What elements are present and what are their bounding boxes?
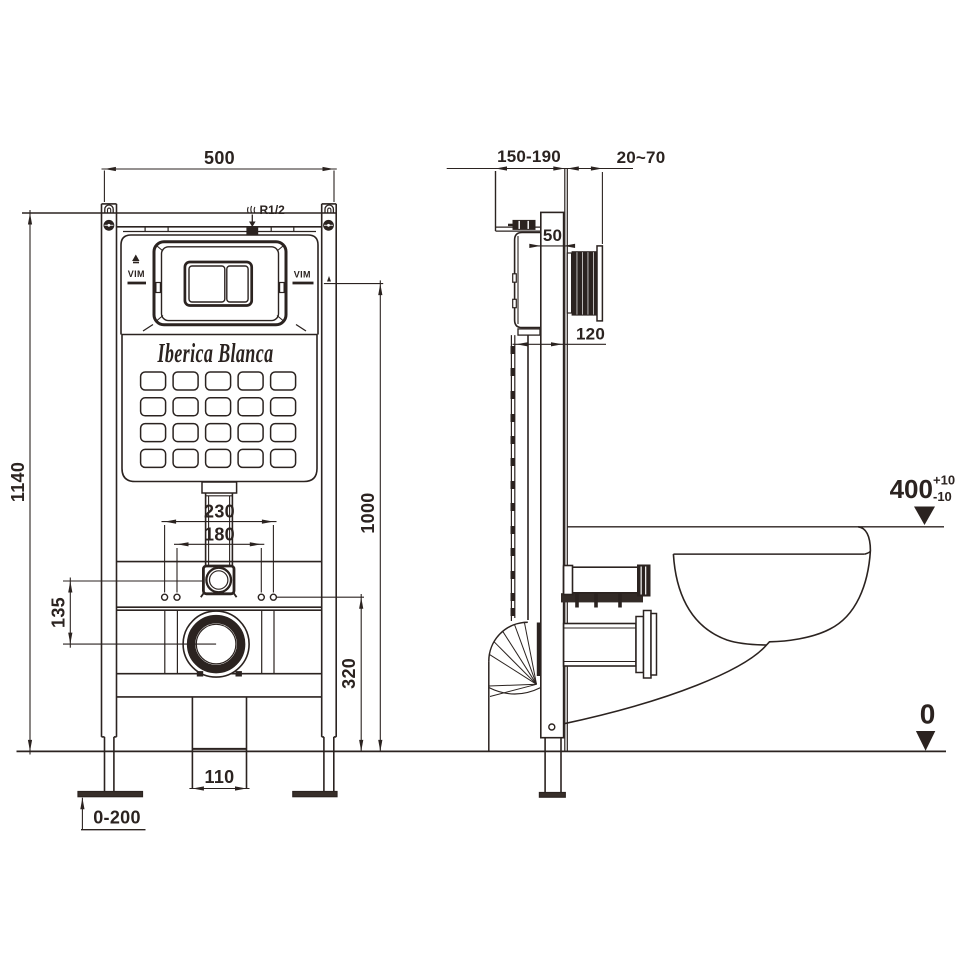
cistern: Iberica Blanca xyxy=(120,226,319,483)
vim-mark-left: VIM xyxy=(128,269,145,279)
flush-plate-edge xyxy=(596,245,604,322)
connector-end-block xyxy=(637,564,651,597)
dim-400-minus-label: -10 xyxy=(933,489,952,504)
panel-clip-left xyxy=(155,281,161,294)
access-panel xyxy=(152,240,288,327)
bolt-left xyxy=(103,219,115,231)
front-view: Iberica Blanca xyxy=(8,148,946,831)
dim-180: 180 xyxy=(174,524,265,593)
dim-150-190-label: 150-190 xyxy=(497,147,561,166)
floor-level-marker: 0 xyxy=(915,699,936,751)
dim-180-label: 180 xyxy=(204,524,235,544)
cistern-body-outline xyxy=(121,333,318,483)
outlet-connector xyxy=(562,609,658,679)
dim-1140-label: 1140 xyxy=(8,462,28,502)
flush-pipe-front xyxy=(201,481,238,566)
dim-1140: 1140 xyxy=(8,210,33,755)
brand-logo: Iberica Blanca xyxy=(157,338,274,368)
foot-plate-side xyxy=(538,791,566,798)
frame-column-side xyxy=(538,211,566,798)
bolt-right xyxy=(323,219,334,231)
dim-0-200-label: 0-200 xyxy=(93,808,141,828)
level-triangle-icon xyxy=(914,506,935,525)
dim-0-200: 0-200 xyxy=(80,797,146,831)
dim-500: 500 xyxy=(101,148,337,202)
dim-135: 135 xyxy=(49,577,217,648)
triangle-icon-left xyxy=(132,254,140,261)
dim-400-label: 400 xyxy=(890,474,933,504)
inlet-arrow-icon xyxy=(249,221,256,227)
cistern-grid xyxy=(139,371,297,469)
wall-anchor xyxy=(494,171,541,232)
frame-foot-right xyxy=(292,736,338,798)
dim-20-70: 20~70 xyxy=(567,148,665,244)
flush-plate-spacer xyxy=(566,245,604,322)
drain-box xyxy=(191,696,248,789)
dim-135-label: 135 xyxy=(49,597,69,628)
dim-120-label: 120 xyxy=(576,325,605,344)
frame-rails xyxy=(22,203,338,798)
drain-elbow xyxy=(488,621,542,752)
fixing-holes xyxy=(160,593,278,601)
flush-button-small xyxy=(226,265,249,303)
foot-plate-right xyxy=(292,790,338,798)
fixing-stud-assembly xyxy=(561,564,651,608)
small-mark-icon xyxy=(327,276,331,282)
flush-plate xyxy=(183,260,254,307)
rim-height-marker: 400 +10 -10 xyxy=(890,473,955,525)
dim-400-plus-label: +10 xyxy=(933,473,955,488)
cistern-upper-outline xyxy=(120,234,319,335)
cistern-side xyxy=(512,231,541,336)
dim-230-label: 230 xyxy=(204,502,235,522)
dim-20-70-label: 20~70 xyxy=(617,148,666,167)
max-level-marks: VIM VIM xyxy=(127,254,331,285)
dim-1000-label: 1000 xyxy=(358,492,378,533)
frame-foot-left xyxy=(77,736,144,798)
fan-hatching xyxy=(488,622,537,697)
dim-1000: 1000 xyxy=(323,280,384,752)
dim-120: 120 xyxy=(512,325,606,347)
dim-320-label: 320 xyxy=(339,658,359,689)
dim-500-label: 500 xyxy=(204,148,235,168)
dim-50: 50 xyxy=(529,226,576,248)
inlet-fitting xyxy=(200,564,238,598)
side-view: 150-190 20~70 50 120 400 +10 -10 xyxy=(446,147,955,798)
dim-110: 110 xyxy=(189,767,250,791)
drain-downpipe xyxy=(510,335,516,621)
floor-triangle-icon xyxy=(915,731,936,751)
inlet-port xyxy=(246,227,259,235)
anchor-turnbuckle xyxy=(512,219,536,230)
dim-110-label: 110 xyxy=(205,767,235,787)
dim-50-label: 50 xyxy=(543,226,562,245)
outlet-pipe xyxy=(562,622,637,667)
threaded-rod xyxy=(561,593,643,603)
dim-0-label: 0 xyxy=(920,699,936,730)
hanger-bracket-left xyxy=(101,203,117,213)
panel-clip-right xyxy=(279,281,285,294)
flush-connector-pipe xyxy=(562,566,640,594)
hanger-bracket-right xyxy=(321,203,337,213)
toilet-bowl xyxy=(563,526,944,725)
water-inlet-connection: R1/2 xyxy=(246,203,285,235)
vim-mark-right: VIM xyxy=(294,270,311,280)
inlet-thread-label: R1/2 xyxy=(260,203,286,217)
dim-320: 320 xyxy=(276,594,364,752)
flush-button-large xyxy=(188,265,226,303)
foot-plate-left xyxy=(77,790,144,798)
